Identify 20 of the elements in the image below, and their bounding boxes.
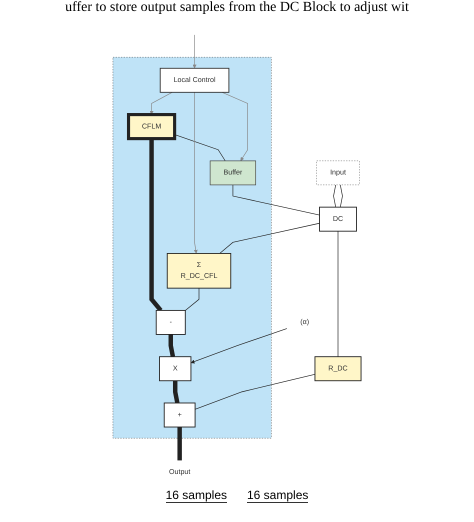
connector bbox=[232, 184, 320, 216]
arrow bbox=[150, 92, 173, 115]
connector bbox=[172, 380, 180, 404]
connector bbox=[333, 184, 336, 208]
connector bbox=[194, 374, 316, 410]
connector bbox=[177, 427, 182, 460]
connector bbox=[340, 184, 343, 208]
connector bbox=[149, 138, 162, 312]
arrow bbox=[222, 92, 248, 162]
cropped-caption-text: uffer to store output samples from the DC Block to adjust wit bbox=[65, 0, 409, 15]
arrow bbox=[192, 34, 196, 68]
bus-width-label: 16 samples bbox=[247, 488, 308, 503]
connector bbox=[168, 334, 176, 358]
arrow bbox=[194, 92, 198, 254]
bus-width-label: 16 samples bbox=[166, 488, 227, 503]
connector bbox=[174, 134, 226, 162]
arrow bbox=[190, 328, 288, 364]
connector bbox=[219, 222, 320, 254]
cluster bbox=[112, 56, 272, 438]
connector bbox=[184, 288, 200, 311]
